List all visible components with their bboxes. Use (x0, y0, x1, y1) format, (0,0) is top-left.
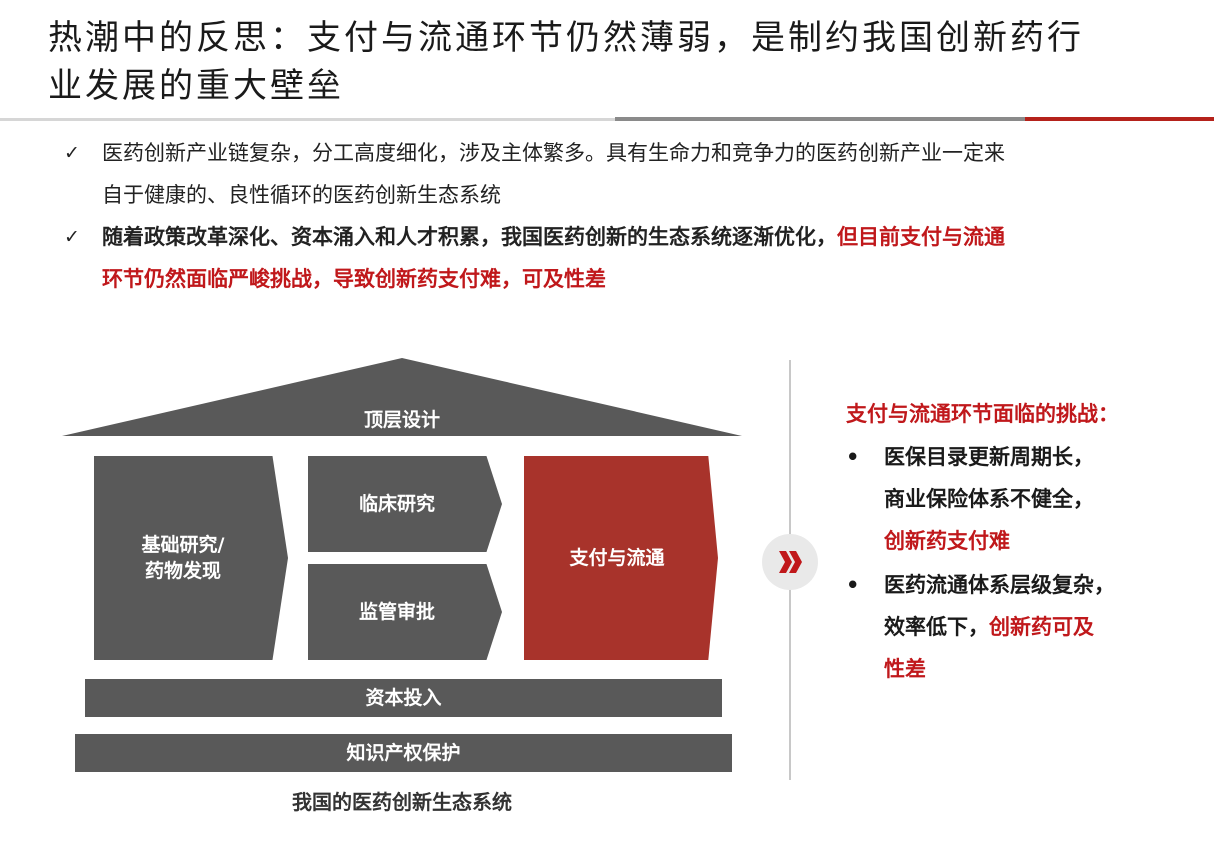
bullet-2-normal: 随着政策改革深化、资本涌入和人才积累，我国医药创新的生态系统逐渐优化， (102, 225, 837, 249)
challenge-1-line-2: 商业保险体系不健全， (884, 487, 1094, 511)
bullet-dot-icon: • (846, 573, 860, 597)
basic-research-block: 基础研究/ 药物发现 (94, 456, 288, 660)
bullet-item: ✓ 医药创新产业链复杂，分工高度细化，涉及主体繁多。具有生命力和竞争力的医药创新… (62, 132, 1152, 216)
challenge-2-highlight-1: 创新药可及 (989, 615, 1094, 639)
ip-protection-bar: 知识产权保护 (75, 734, 732, 772)
bullet-2-highlight-2: 环节仍然面临严峻挑战，导致创新药支付难，可及性差 (102, 267, 606, 291)
title-underline (0, 118, 1214, 121)
bullet-dot-icon: • (846, 445, 860, 469)
check-icon: ✓ (64, 142, 80, 164)
title-underline-dark-segment (615, 117, 1025, 121)
roof-label: 顶层设计 (364, 409, 440, 431)
challenge-2-line-2: 效率低下， (884, 615, 989, 639)
payment-distribution-block: 支付与流通 (524, 456, 718, 660)
challenges-heading: 支付与流通环节面临的挑战： (846, 402, 1119, 426)
page-title: 热潮中的反思：支付与流通环节仍然薄弱，是制约我国创新药行 业发展的重大壁垒 (48, 14, 1198, 110)
ip-protection-label: 知识产权保护 (346, 742, 461, 764)
diagram-caption: 我国的医药创新生态系统 (292, 790, 512, 814)
challenge-2-line-1: 医药流通体系层级复杂， (884, 573, 1115, 597)
capital-investment-label: 资本投入 (365, 687, 442, 709)
list-item: • 医药流通体系层级复杂， 效率低下，创新药可及 性差 (846, 564, 1176, 690)
roof-shape: 顶层设计 (62, 358, 742, 436)
list-item: • 医保目录更新周期长， 商业保险体系不健全， 创新药支付难 (846, 436, 1176, 562)
challenges-list: • 医保目录更新周期长， 商业保险体系不健全， 创新药支付难 • 医药流通体系层… (846, 436, 1176, 692)
bullet-1-line-1: 医药创新产业链复杂，分工高度细化，涉及主体繁多。具有生命力和竞争力的医药创新产业… (102, 141, 1005, 165)
double-chevron-right-icon (762, 534, 818, 590)
title-underline-red-segment (1025, 117, 1214, 121)
challenge-1-line-1: 医保目录更新周期长， (884, 445, 1094, 469)
capital-investment-bar: 资本投入 (85, 679, 722, 717)
clinical-research-label: 临床研究 (358, 493, 435, 515)
title-line-2: 业发展的重大壁垒 (48, 66, 344, 106)
bullet-item: ✓ 随着政策改革深化、资本涌入和人才积累，我国医药创新的生态系统逐渐优化，但目前… (62, 216, 1152, 300)
bullet-2-highlight-1: 但目前支付与流通 (837, 225, 1005, 249)
challenge-1-highlight: 创新药支付难 (884, 529, 1010, 553)
challenge-2-highlight-2: 性差 (884, 657, 926, 681)
regulatory-approval-label: 监管审批 (358, 601, 435, 623)
clinical-research-block: 临床研究 (308, 456, 502, 552)
regulatory-approval-block: 监管审批 (308, 564, 502, 660)
payment-distribution-label: 支付与流通 (569, 547, 665, 569)
title-line-1: 热潮中的反思：支付与流通环节仍然薄弱，是制约我国创新药行 (48, 18, 1084, 58)
basic-research-label-1: 基础研究/ (141, 534, 225, 556)
basic-research-label-2: 药物发现 (144, 560, 221, 582)
summary-bullets: ✓ 医药创新产业链复杂，分工高度细化，涉及主体繁多。具有生命力和竞争力的医药创新… (62, 132, 1152, 300)
check-icon: ✓ (64, 226, 80, 248)
bullet-1-line-2: 自于健康的、良性循环的医药创新生态系统 (102, 183, 501, 207)
